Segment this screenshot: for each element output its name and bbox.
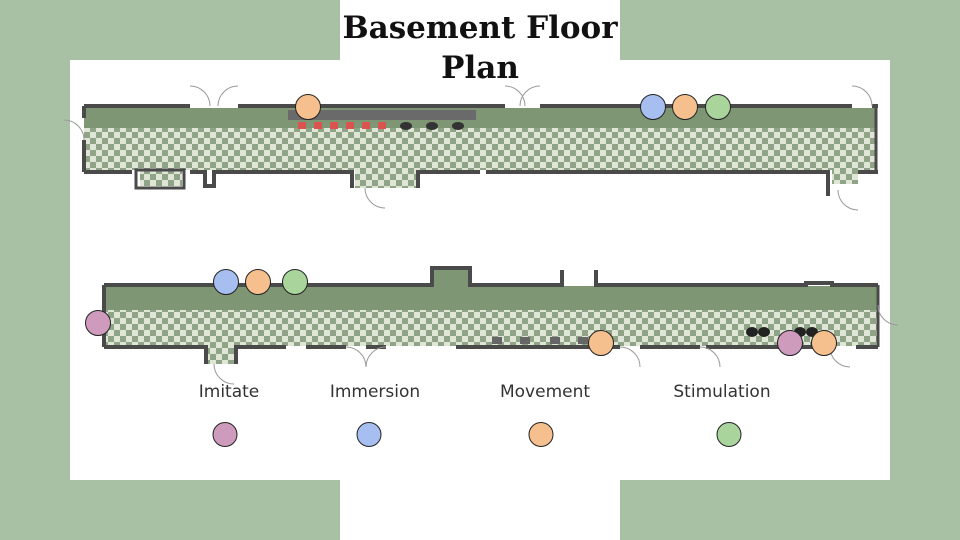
upper-red-seats bbox=[298, 122, 386, 129]
lower-dark-seats bbox=[746, 327, 818, 337]
legend-dot-imitate bbox=[212, 422, 238, 447]
lower-corridor bbox=[102, 266, 899, 385]
upper-corridor-floor bbox=[84, 128, 876, 170]
marker-stimulation bbox=[282, 269, 308, 295]
legend-label-movement: Movement bbox=[499, 382, 591, 402]
upper-corridor-top-band bbox=[84, 108, 876, 130]
upper-corridor-end-alcove bbox=[832, 170, 858, 184]
lower-corridor-nook bbox=[206, 346, 236, 364]
lower-corridor-bump bbox=[432, 268, 470, 288]
upper-corridor-nook bbox=[140, 170, 182, 186]
upper-corridor-alcove bbox=[355, 170, 417, 188]
title-box bbox=[340, 0, 620, 92]
upper-corridor bbox=[63, 85, 878, 211]
legend-label-immersion: Immersion bbox=[329, 382, 421, 402]
upper-room-box bbox=[134, 168, 186, 190]
legend-label-stimulation: Stimulation bbox=[673, 382, 771, 402]
upper-dark-seats bbox=[400, 122, 464, 130]
marker-stimulation bbox=[705, 94, 731, 120]
marker-imitate bbox=[777, 330, 803, 356]
legend-dot-immersion bbox=[356, 422, 382, 447]
marker-immersion bbox=[213, 269, 239, 295]
upper-counter bbox=[288, 110, 476, 120]
marker-movement bbox=[295, 94, 321, 120]
lower-wall-bottom bbox=[104, 345, 878, 364]
lower-equipment bbox=[492, 337, 588, 344]
marker-movement bbox=[245, 269, 271, 295]
upper-door-swings bbox=[63, 85, 873, 211]
legend-dot-movement bbox=[528, 422, 554, 447]
marker-movement bbox=[588, 330, 614, 356]
marker-movement bbox=[672, 94, 698, 120]
lower-wall-top bbox=[104, 266, 878, 287]
marker-movement bbox=[811, 330, 837, 356]
upper-wall-bottom bbox=[84, 170, 878, 196]
marker-imitate bbox=[85, 310, 111, 336]
legend-dot-stimulation bbox=[716, 422, 742, 447]
lower-door-swings bbox=[213, 304, 899, 385]
legend-label-imitate: Imitate bbox=[198, 382, 260, 402]
marker-immersion bbox=[640, 94, 666, 120]
page-title: Basement Floor Plan bbox=[342, 10, 618, 86]
